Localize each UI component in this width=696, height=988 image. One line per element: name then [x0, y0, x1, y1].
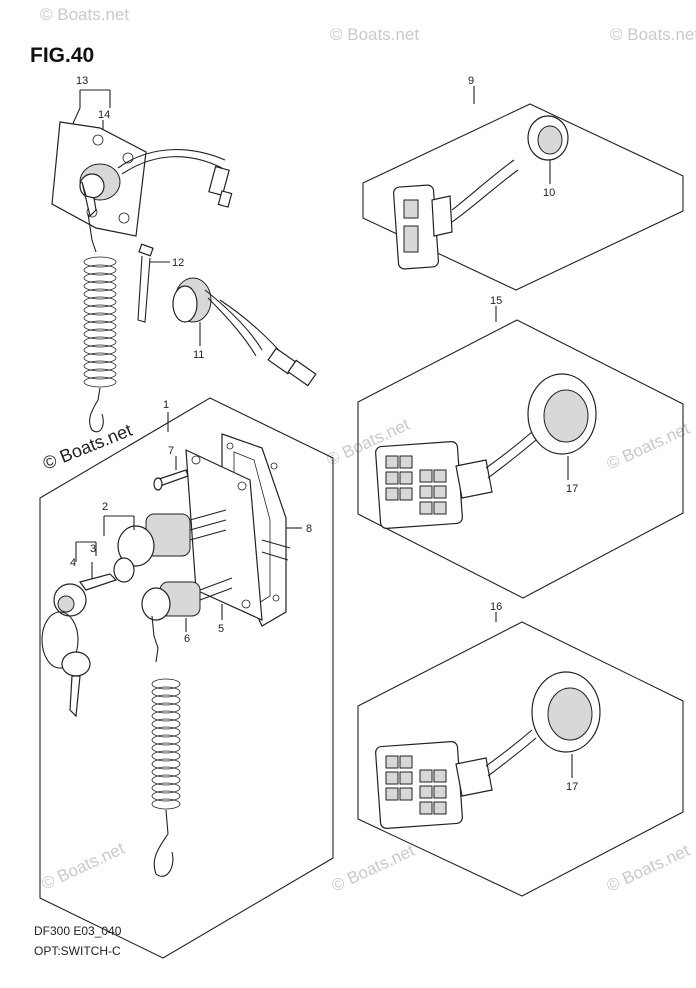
callout-4: 4 — [70, 557, 76, 569]
figure-title: FIG.40 — [30, 44, 95, 67]
watermark: © Boats.net — [604, 841, 693, 896]
callout-5: 5 — [218, 623, 224, 635]
kit-9-single-switch — [362, 86, 684, 291]
switch-connector — [172, 277, 317, 387]
callout-1: 1 — [163, 399, 169, 411]
watermark: © Boats.net — [40, 5, 129, 24]
ignition-keys — [41, 573, 118, 718]
watermark: © Boats.net — [329, 841, 418, 896]
key-callout-bracket — [75, 515, 135, 580]
callout-12: 12 — [172, 257, 184, 269]
callout-6: 6 — [184, 633, 190, 645]
watermark: © Boats.net — [39, 839, 128, 894]
callout-14: 14 — [98, 109, 110, 121]
callout-9: 9 — [468, 75, 474, 87]
watermark: © Boats.net — [330, 25, 419, 44]
callout-15: 15 — [490, 295, 502, 307]
lanyard-stop-switch — [141, 577, 233, 877]
watermark-main: © Boats.net — [40, 420, 135, 474]
callout-8: 8 — [306, 523, 312, 535]
callout-13: 13 — [76, 75, 88, 87]
lanyard-switch-plate-assembly — [51, 89, 233, 433]
screw — [153, 456, 189, 491]
cable-tie — [137, 243, 170, 323]
diagram-code: DF300 E03_040 — [34, 924, 122, 938]
kit-15-dual-panel — [357, 306, 684, 599]
callout-10: 10 — [543, 187, 555, 199]
kit-16-twin-panel — [357, 612, 684, 897]
callout-17: 17 — [566, 781, 578, 793]
main-switch-kit — [39, 397, 334, 959]
callout-2: 2 — [102, 501, 108, 513]
watermark: © Boats.net — [604, 419, 693, 474]
background-watermarks: © Boats.net © Boats.net © Boats.net © Bo… — [39, 5, 696, 896]
gasket-plate — [185, 449, 291, 621]
diagram-name: OPT:SWITCH-C — [34, 944, 121, 958]
ignition-switch — [113, 509, 227, 583]
callout-16: 16 — [490, 601, 502, 613]
callout-17: 17 — [566, 483, 578, 495]
callout-11: 11 — [193, 349, 204, 361]
callout-3: 3 — [90, 543, 96, 555]
watermark: © Boats.net — [610, 25, 696, 44]
callout-7: 7 — [168, 445, 174, 457]
